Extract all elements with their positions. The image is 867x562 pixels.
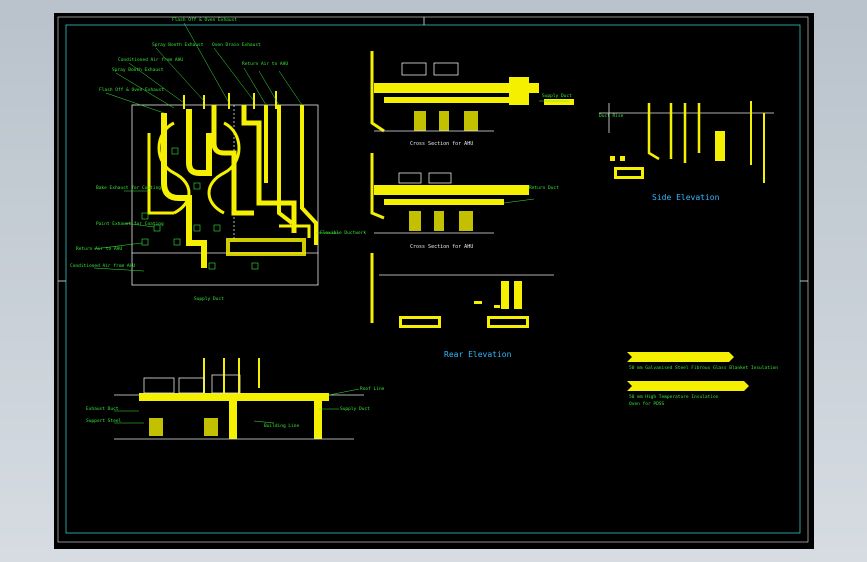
cross-section-2: Return Duct Cross Section for AHU	[370, 153, 559, 250]
legend-item-1: 50 mm Galvanised Steel Fibrous Glass Bla…	[629, 365, 778, 371]
cs2-supply-duct	[374, 185, 529, 195]
cad-drawing: Flash Off & Oven Exhaust Spray Booth Exh…	[57, 16, 809, 543]
rear-elevation: Rear Elevation	[370, 253, 554, 359]
cs1-label-supply: Supply Duct	[542, 93, 572, 99]
plan-leader-lines	[93, 22, 339, 272]
flex-duct-1	[157, 121, 191, 215]
duct-loop-a	[186, 109, 212, 176]
main-duct-left	[161, 113, 207, 268]
bottom-main-duct	[139, 393, 329, 401]
equipment-markers	[141, 147, 259, 270]
plan-view: Flash Off & Oven Exhaust Spray Booth Exh…	[70, 17, 366, 302]
label-return-air-top: Return Air to AHU	[242, 61, 288, 67]
side-elevation-title: Side Elevation	[652, 193, 720, 202]
cs1-title: Cross Section for AHU	[410, 141, 473, 147]
legend-swatch-1	[627, 352, 734, 362]
bottom-label-supply: Supply Duct	[340, 406, 370, 412]
insulation-legend: 50 mm Galvanised Steel Fibrous Glass Bla…	[627, 352, 778, 407]
bottom-label-support: Support Steel	[86, 418, 122, 424]
label-spray-booth-exhaust: Spray Booth Exhaust	[112, 67, 164, 73]
label-flash-off-top: Flash Off & Oven Exhaust	[172, 17, 237, 23]
duct-riser-2	[277, 105, 294, 225]
legend-item-2: 50 mm High Temperature Insulation	[629, 394, 719, 400]
label-flash-off: Flash Off & Oven Exhaust	[99, 87, 164, 93]
duct-riser-3	[300, 105, 318, 245]
cs1-supply-duct	[374, 83, 539, 93]
plan-stacks	[183, 91, 277, 109]
label-flexible-duct: Flexible Ductwork	[320, 230, 366, 236]
cs2-label-return: Return Duct	[529, 185, 559, 191]
label-return-air: Return Air to AHU	[76, 246, 122, 252]
bottom-elevation: Roof Line Supply Duct Building Line Exha…	[86, 358, 385, 440]
label-supply-duct: Supply Duct	[194, 296, 224, 302]
label-paint-exhaust: Paint Exhaust for Coating	[96, 221, 164, 227]
label-oven-drain-exhaust: Oven Drain Exhaust	[212, 42, 261, 48]
bottom-label-exhaust: Exhaust Duct	[86, 406, 119, 412]
inner-frame	[65, 24, 801, 534]
rear-elevation-title: Rear Elevation	[444, 350, 512, 359]
bottom-label-roof: Roof Line	[360, 386, 385, 392]
side-elev-duct	[715, 131, 725, 161]
flex-duct-2	[207, 121, 241, 215]
plan-building-outline	[131, 104, 319, 286]
outer-frame	[57, 16, 809, 543]
duct-loop-b	[211, 105, 254, 216]
label-conditioned-air: Conditioned Air from AHU	[118, 57, 183, 63]
side-elev-label: Duct Rise	[599, 113, 624, 119]
label-spray-booth-exhaust-top: Spray Booth Exhaust	[152, 42, 204, 48]
label-bake-exhaust: Bake Exhaust for Coating	[96, 185, 161, 191]
cs2-title: Cross Section for AHU	[410, 244, 473, 250]
side-elevation: Duct Rise Side Elevation	[599, 101, 774, 202]
label-conditioned-air-bottom: Conditioned Air from AHU	[70, 263, 135, 269]
duct-side-left	[147, 133, 174, 215]
duct-branch-c	[241, 105, 297, 233]
bottom-label-building: Building Line	[264, 423, 300, 429]
cross-section-1: Supply Duct Cross Section for AHU	[370, 51, 574, 147]
legend-item-2-sub: Oven for PDSS	[629, 401, 665, 407]
legend-swatch-2	[627, 381, 749, 391]
cad-drawing-canvas[interactable]: Flash Off & Oven Exhaust Spray Booth Exh…	[54, 13, 814, 549]
